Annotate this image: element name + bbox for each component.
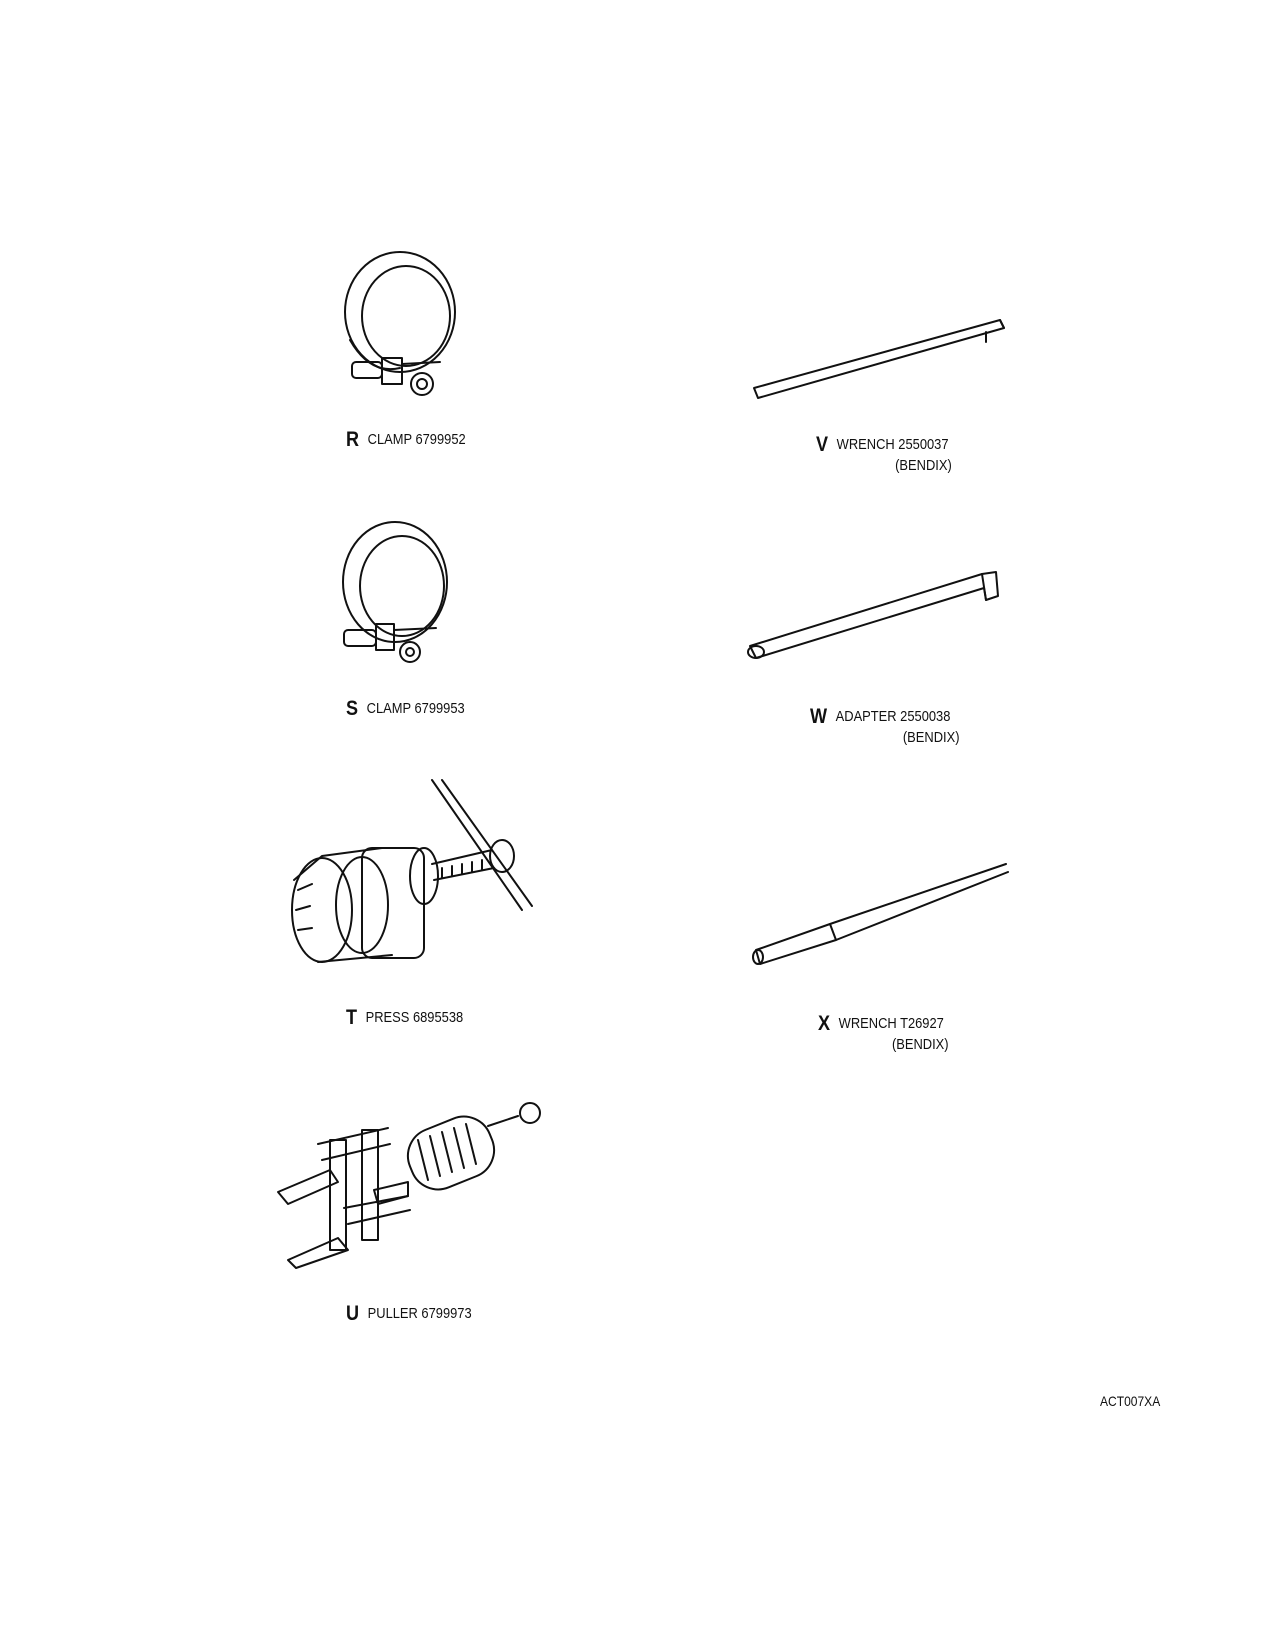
adapter-w-illustration: [742, 566, 1012, 666]
figure-id: ACT007XA: [1100, 1393, 1161, 1409]
puller-u-illustration: [277, 1100, 558, 1270]
wrench-v-illustration: [750, 314, 1010, 404]
clamp-s-illustration: [340, 520, 470, 680]
press-t-illustration: [282, 779, 552, 980]
clamp-r-illustration: [340, 250, 470, 410]
wrench-x-illustration: [750, 860, 1020, 970]
